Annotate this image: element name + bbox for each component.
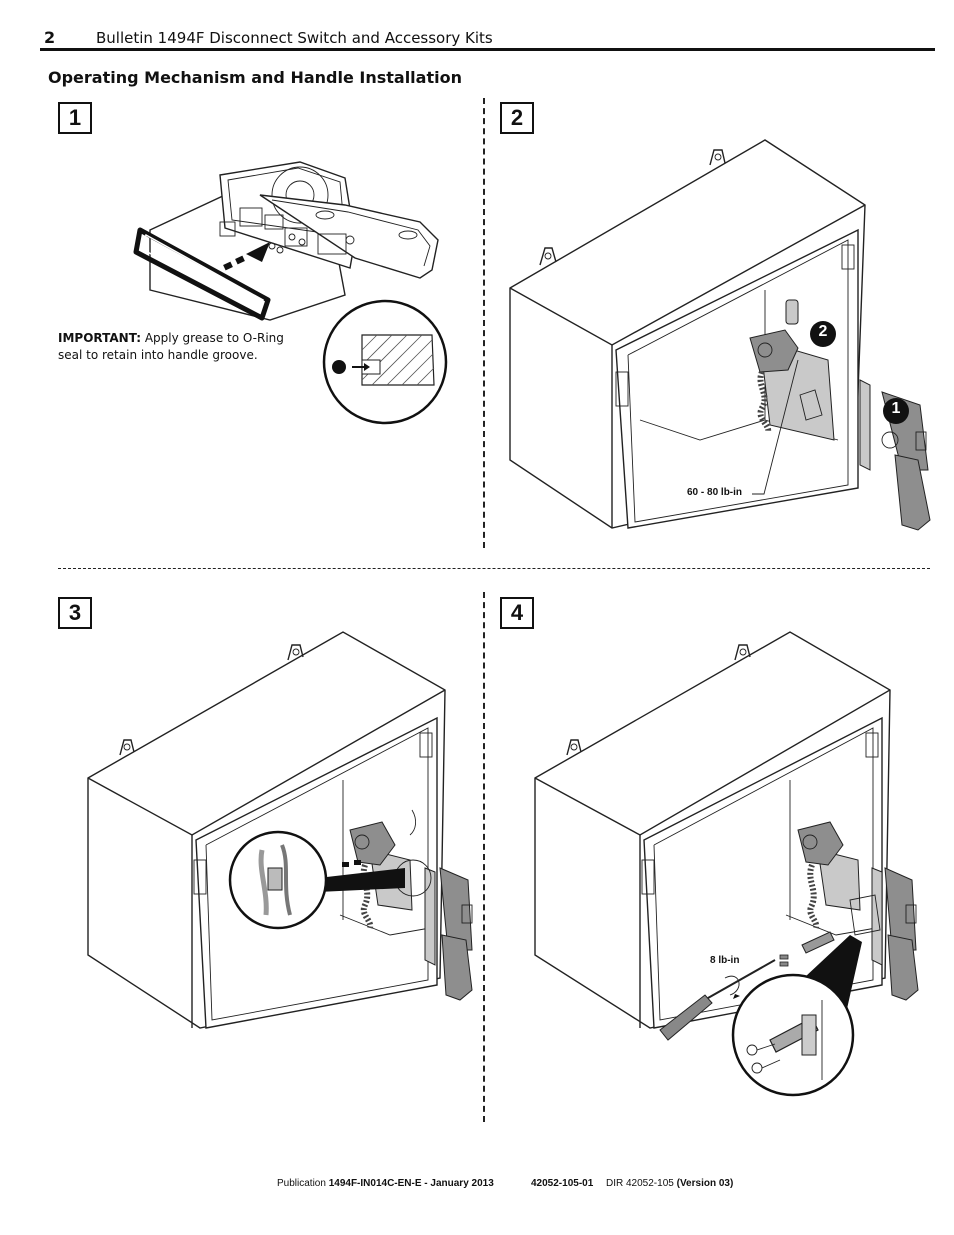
section-title: Operating Mechanism and Handle Installat… (48, 68, 462, 87)
enclosure (534, 631, 891, 1029)
step-4-number: 4 (500, 597, 534, 629)
insertion-arrow (223, 242, 270, 271)
footer-dir-prefix: DIR 42052-105 (606, 1178, 674, 1189)
footer-doc-number-text: 42052-105-01 (531, 1178, 594, 1189)
badge-2-label: 2 (818, 323, 828, 340)
step-1-number: 1 (58, 102, 92, 134)
footer-publication-prefix: Publication (277, 1178, 326, 1189)
page-number: 2 (44, 28, 56, 47)
important-label: IMPORTANT: (58, 331, 142, 345)
header-title: Bulletin 1494F Disconnect Switch and Acc… (96, 29, 493, 47)
handle (424, 867, 473, 1001)
operating-mechanism (749, 299, 835, 441)
divider-horizontal (58, 568, 930, 569)
arrow-marks (342, 860, 361, 867)
step-2-number: 2 (500, 102, 534, 134)
footer-doc-number: 42052-105-01 (531, 1178, 593, 1189)
footer-dir: DIR 42052-105 (Version 03) (606, 1178, 733, 1189)
handle-assembly (219, 161, 439, 279)
important-text: Apply grease to O-Ring seal to retain in… (58, 331, 284, 362)
screws-and-plate (779, 931, 835, 967)
divider-vertical-bottom (483, 592, 485, 1122)
screwdriver (659, 959, 776, 1041)
pin-detail-callout (228, 830, 328, 930)
enclosure (87, 631, 446, 1029)
step-2-torque-label: 60 - 80 lb-in (687, 487, 743, 498)
badge-1-label: 1 (891, 400, 901, 417)
step-4-torque-label: 8 lb-in (710, 955, 740, 966)
footer-publication: Publication 1494F-IN014C-EN-E - January … (277, 1178, 494, 1189)
divider-vertical-top (483, 98, 485, 548)
o-ring-detail-callout (322, 299, 448, 425)
step-3-number: 3 (58, 597, 92, 629)
screw-detail-callout (731, 973, 855, 1097)
badge-2 (810, 321, 836, 347)
header-rule (40, 48, 935, 51)
o-ring-gasket (133, 227, 271, 321)
footer-publication-id: 1494F-IN014C-EN-E - January 2013 (328, 1178, 494, 1189)
handle (871, 867, 919, 1001)
badge-1 (883, 398, 909, 424)
important-note: IMPORTANT: Apply grease to O-Ring seal t… (58, 330, 298, 364)
footer-version: (Version 03) (676, 1178, 734, 1189)
operating-mechanism (797, 821, 861, 929)
